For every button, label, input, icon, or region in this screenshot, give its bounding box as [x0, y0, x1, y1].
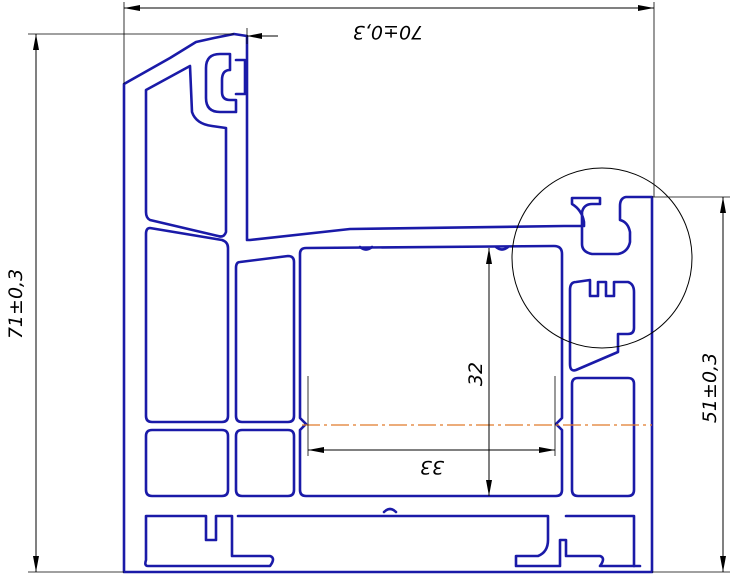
dim-glazing-height-label: 32	[465, 362, 487, 386]
central-notch-top-right	[494, 245, 510, 251]
dimension-glazing-height: 32	[465, 248, 492, 496]
outer-contour	[122, 32, 654, 574]
foot-right	[564, 514, 636, 568]
chamber-mid-right	[234, 254, 296, 424]
bottom-notch	[382, 507, 398, 514]
chamber-right-upper	[568, 278, 636, 372]
dim-overall-height-label: 71±0,3	[5, 269, 27, 339]
chambers	[144, 64, 636, 498]
chamber-central	[298, 244, 564, 498]
central-notch-top-left	[358, 245, 374, 251]
dimension-frame-height: 51±0,3	[652, 196, 730, 573]
top-hook-slot	[234, 58, 247, 96]
foot-mid	[236, 514, 642, 568]
bottom-feet	[144, 507, 642, 568]
chamber-bottom-mid	[234, 428, 296, 498]
dim-glazing-width-label: 33	[420, 456, 444, 478]
chamber-top-left	[144, 64, 228, 238]
detail-circle	[511, 167, 693, 349]
top-hook	[204, 52, 238, 114]
dimension-overall-height: 71±0,3	[5, 33, 234, 573]
profile-outline	[122, 32, 654, 574]
chamber-right-lower	[570, 376, 636, 498]
dimension-top-flange	[246, 28, 278, 44]
foot-left	[144, 514, 275, 568]
dim-frame-height-label: 51±0,3	[699, 353, 721, 423]
dim-overall-width-label: 70±0,3	[353, 21, 423, 43]
chamber-mid-left	[144, 226, 230, 424]
dimension-glazing-width: 33	[307, 376, 556, 478]
dimension-overall-width: 70±0,3	[123, 2, 655, 197]
chamber-bottom-left	[144, 428, 230, 498]
